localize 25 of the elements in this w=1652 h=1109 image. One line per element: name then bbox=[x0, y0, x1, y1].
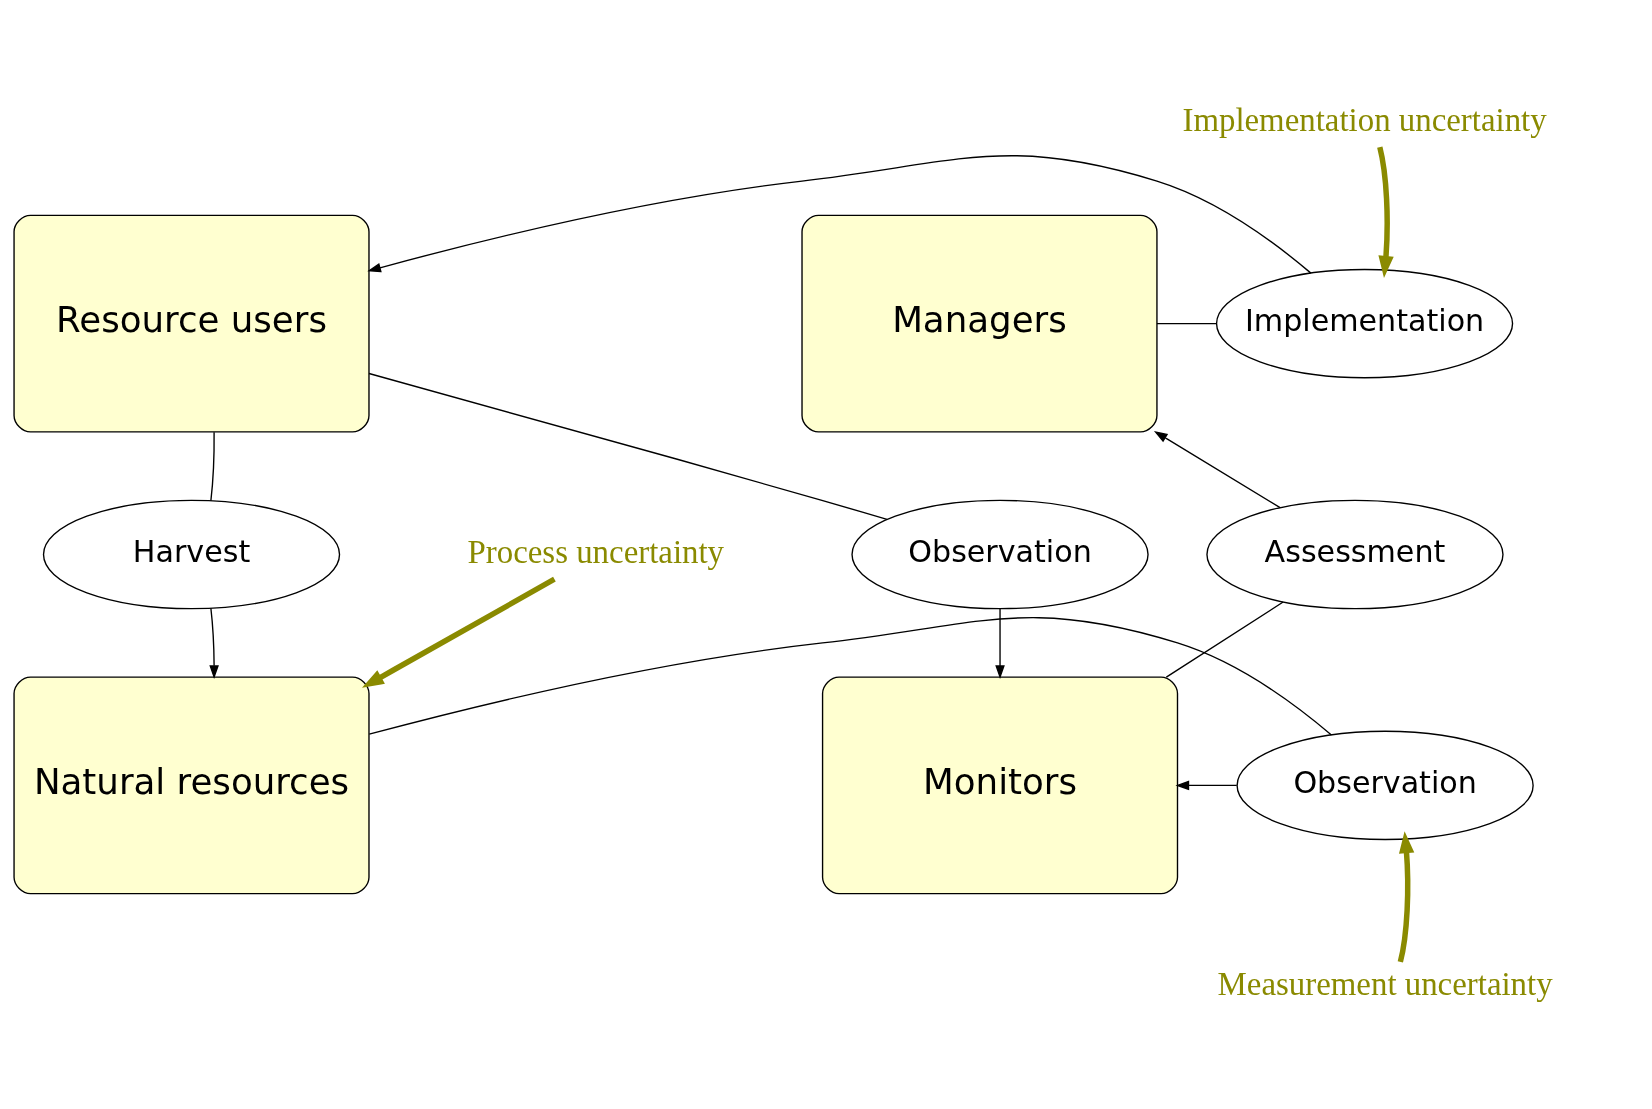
node-text: Implementation uncertainty bbox=[1182, 101, 1547, 138]
connector bbox=[1165, 601, 1284, 678]
arrow bbox=[367, 155, 1312, 274]
connector bbox=[368, 617, 1333, 736]
node-box: Monitors bbox=[821, 676, 1179, 895]
connector bbox=[210, 431, 215, 502]
arrow bbox=[1397, 831, 1415, 963]
node-ellipse: Implementation bbox=[1215, 268, 1514, 379]
node-box: Natural resources bbox=[13, 676, 370, 895]
arrow bbox=[361, 576, 556, 688]
node-text: Process uncertainty bbox=[467, 534, 725, 570]
arrow bbox=[209, 607, 219, 680]
arrow bbox=[995, 608, 1005, 680]
node-ellipse: Observation bbox=[851, 499, 1149, 610]
node-box: Managers bbox=[801, 214, 1158, 433]
arrow bbox=[1377, 146, 1394, 278]
arrow bbox=[1175, 780, 1238, 791]
arrow bbox=[1153, 430, 1281, 509]
node-ellipse: Assessment bbox=[1206, 499, 1504, 610]
node-box: Resource users bbox=[13, 214, 370, 433]
node-ellipse: Observation bbox=[1236, 730, 1534, 841]
connector bbox=[368, 372, 888, 521]
node-text: Measurement uncertainty bbox=[1217, 966, 1553, 1003]
connector bbox=[1156, 322, 1217, 325]
node-ellipse: Harvest bbox=[42, 499, 341, 610]
